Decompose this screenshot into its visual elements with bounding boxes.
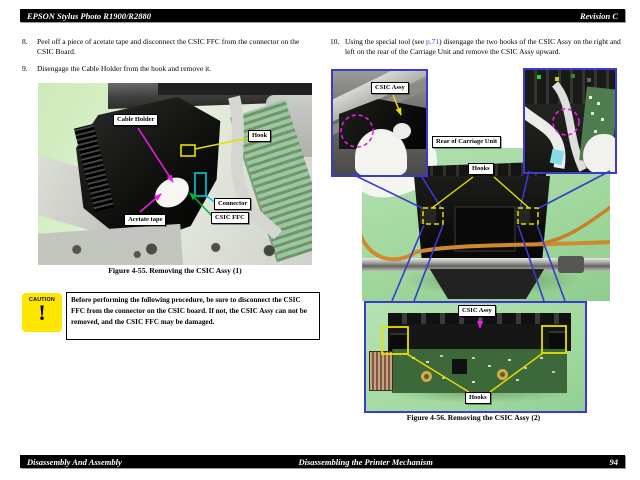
rear-carriage-photo xyxy=(362,148,610,301)
label-csic-ffc: CSIC FFC xyxy=(211,212,249,225)
label-hook: Hook xyxy=(248,130,272,143)
step-8-number: 8. xyxy=(22,37,28,46)
left-hook-tab xyxy=(420,206,436,224)
hooks-bottom-pointer-left xyxy=(406,353,470,393)
screw-pad-left xyxy=(421,371,432,382)
rod-bushing xyxy=(558,256,584,273)
footer-section: Disassembling the Printer Mechanism xyxy=(298,456,433,467)
board-components xyxy=(589,96,592,99)
step-9: 9. Disengage the Cable Holder from the h… xyxy=(22,64,314,74)
label-hooks-bottom: Hooks xyxy=(465,392,491,405)
hook-highlight-box xyxy=(180,144,196,157)
csic-assy-arrow-top xyxy=(392,94,402,116)
csic-assy-dashed-circle-right xyxy=(552,108,580,136)
connector-highlight-box xyxy=(194,172,207,197)
page-title: EPSON Stylus Photo R1900/R2880 xyxy=(27,10,151,21)
hook-highlight-box-left xyxy=(422,207,444,225)
label-csic-assy-bottom: CSIC Assy xyxy=(458,305,496,318)
step-9-text: Disengage the Cable Holder from the hook… xyxy=(37,64,212,73)
footer-page-number: 94 xyxy=(609,456,618,467)
footer-chapter: Disassembly And Assembly xyxy=(27,456,122,467)
hooks-bottom-pointer-right xyxy=(489,352,544,393)
figure-4-55-annotation-overlay xyxy=(137,95,283,240)
page-71-link[interactable]: p.71 xyxy=(426,37,440,46)
ffc-connector xyxy=(369,351,393,391)
revision-label: Revision C xyxy=(579,10,618,21)
csic-ffc-arrow xyxy=(189,192,213,217)
carriage-base xyxy=(429,269,545,299)
csic-assy-dashed-circle-left xyxy=(340,114,374,148)
label-connector: Connector xyxy=(214,198,252,211)
hooks-pointer-right xyxy=(493,176,530,209)
step-10-number: 10. xyxy=(330,37,340,46)
caution-text-box: Before performing the following procedur… xyxy=(66,292,320,340)
hooks-pointer-left xyxy=(431,176,474,209)
figure-4-56-annotation-overlay xyxy=(340,94,611,393)
label-rear-of-carriage-unit: Rear of Carriage Unit xyxy=(432,136,502,149)
figure-4-56-caption: Figure 4-56. Removing the CSIC Assy (2) xyxy=(406,413,541,422)
orange-ffc-cable-2 xyxy=(537,205,610,246)
white-ffc-cable-2 xyxy=(551,81,587,172)
acetate-tape-arrow xyxy=(139,193,162,213)
carriage-guide-rod xyxy=(362,258,610,271)
ffc-ribbon xyxy=(228,95,283,240)
ffc-cable-art xyxy=(362,205,610,262)
colored-components xyxy=(537,75,541,79)
printer-mechanism-bottom xyxy=(98,233,312,265)
printer-frame-dark xyxy=(158,83,312,95)
step-10-text-after: ) disengage the two hooks of the CSIC As… xyxy=(345,37,621,57)
figure-4-56-composite: CSIC Assy Rear of Carriage Unit Hooks CS… xyxy=(330,62,625,430)
step-10-text-before: Using the special tool (see xyxy=(345,37,427,46)
step-8-text: Peel off a piece of acetate tape and dis… xyxy=(37,37,300,57)
step-9-number: 9. xyxy=(22,64,28,73)
hook-box-bottom-right xyxy=(541,325,567,354)
screw-pad-right xyxy=(497,369,508,380)
gloved-hand xyxy=(583,134,615,172)
step-8: 8. Peel off a piece of acetate tape and … xyxy=(22,37,314,57)
hook-box-bottom-left xyxy=(381,326,409,355)
caution-badge-text: CAUTION xyxy=(29,297,55,303)
label-hooks-middle: Hooks xyxy=(468,163,494,176)
figure-4-55-caption: Figure 4-55. Removing the CSIC Assy (1) xyxy=(108,266,242,275)
board-ic xyxy=(452,359,467,374)
glove-thumb xyxy=(393,123,411,139)
step-10: 10. Using the special tool (see p.71) di… xyxy=(330,37,627,57)
label-cable-holder: Cable Holder xyxy=(113,114,159,127)
csic-assy-inset-photo-right xyxy=(523,68,617,174)
caution-icon: CAUTION ! xyxy=(22,293,62,332)
hook-highlight-box-right xyxy=(517,207,539,225)
label-acetate-tape: Acetate tape xyxy=(124,214,167,227)
callout-funnel-lines xyxy=(351,170,611,302)
footer-bar: Disassembly And Assembly Disassembling t… xyxy=(20,455,625,468)
hook-pointer-line xyxy=(194,137,249,150)
exclamation-mark: ! xyxy=(38,300,46,325)
cable-holder-arrow xyxy=(137,127,174,183)
label-csic-assy-top: CSIC Assy xyxy=(371,82,409,95)
step-10-text: Using the special tool (see p.71) diseng… xyxy=(345,37,627,57)
figure-4-55-photo: Cable Holder Hook Connector CSIC FFC Ace… xyxy=(38,83,312,265)
header-bar: EPSON Stylus Photo R1900/R2880 Revision … xyxy=(20,9,625,22)
